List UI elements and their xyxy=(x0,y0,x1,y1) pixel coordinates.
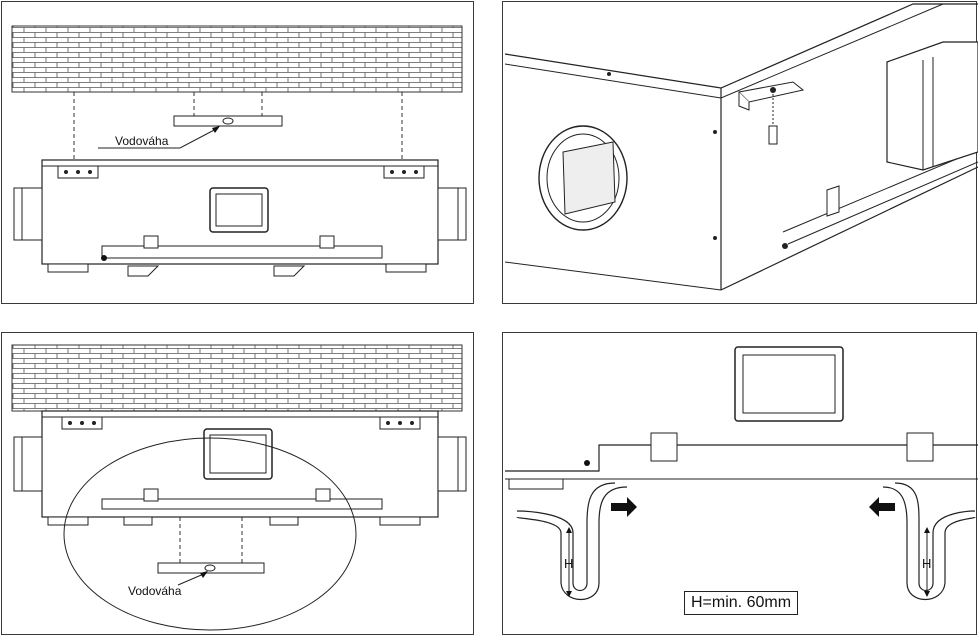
condensate-trap-diagram xyxy=(505,346,978,600)
panel-bottom-right: H H H=min. 60mm xyxy=(502,332,978,635)
highlight-ellipse xyxy=(63,437,357,631)
brick-wall xyxy=(11,344,463,412)
min-height-note: H=min. 60mm xyxy=(684,591,799,615)
left-arrow-icon xyxy=(869,497,895,517)
bracket-detail-diagram xyxy=(504,3,978,291)
installation-diagram-bottom xyxy=(11,344,467,631)
spirit-level xyxy=(157,562,265,574)
right-condensate-trap xyxy=(882,486,976,600)
height-label-left: H xyxy=(564,556,574,571)
level-label: Vodováha xyxy=(115,134,169,148)
brick-wall xyxy=(11,25,463,93)
spirit-level xyxy=(173,115,283,127)
right-arrow-icon xyxy=(611,497,637,517)
installation-diagram-top xyxy=(11,25,467,277)
left-condensate-trap xyxy=(516,486,628,600)
panel-bottom-left: Vodováha xyxy=(1,332,474,635)
height-label-right: H xyxy=(922,556,932,571)
level-label: Vodováha xyxy=(128,584,182,598)
panel-top-right xyxy=(502,1,978,304)
panel-top-left: Vodováha xyxy=(1,1,474,304)
